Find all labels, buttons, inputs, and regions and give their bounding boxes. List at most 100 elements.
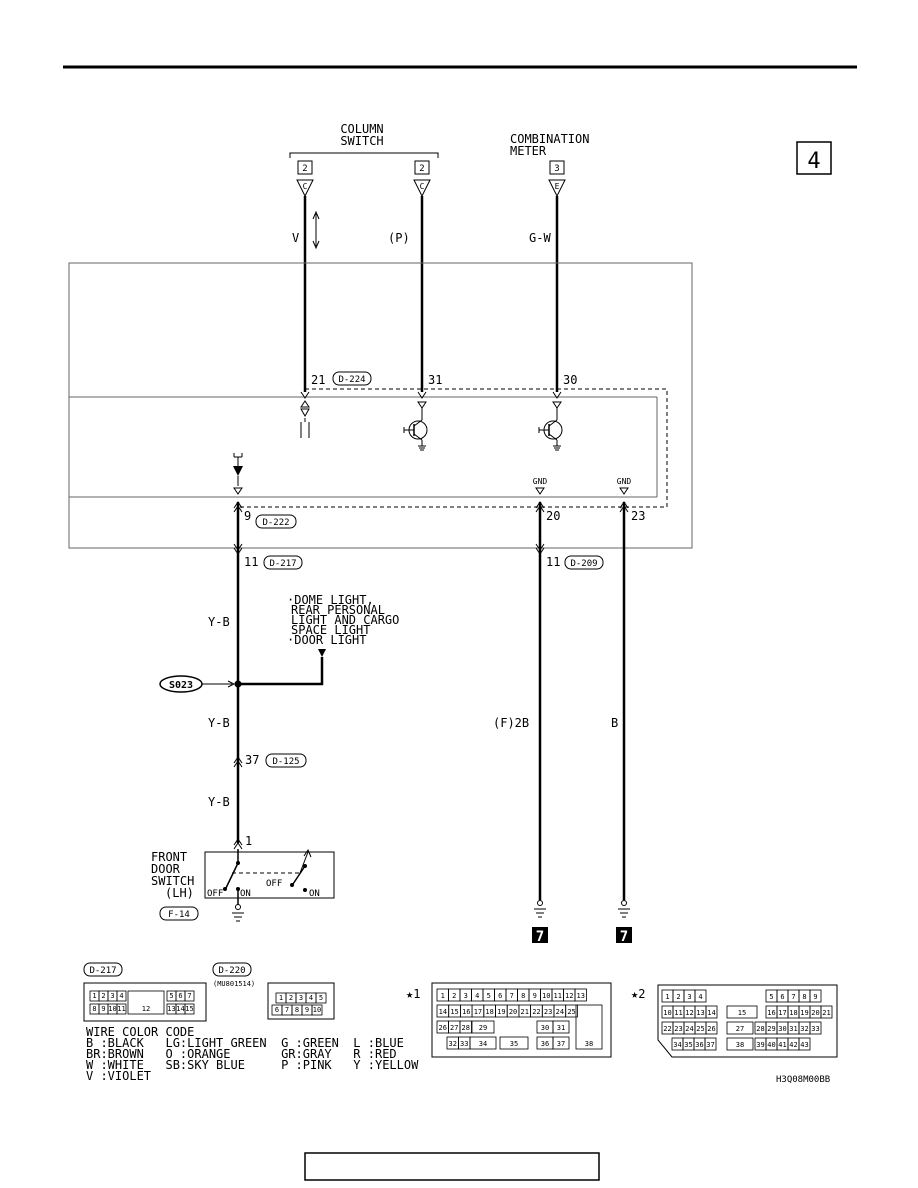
pin-cell-label: 24 xyxy=(685,1025,693,1033)
column-switch-conn-a: C xyxy=(303,182,308,191)
pin-cell xyxy=(184,1003,195,1015)
view-star2 xyxy=(657,984,838,1058)
pin-cell-label: 36 xyxy=(695,1041,703,1049)
fds-line-3: SWITCH xyxy=(151,874,194,888)
pin-cell xyxy=(574,988,587,1002)
pin-cell-label: 8 xyxy=(521,992,525,1000)
pin-cell-label: 30 xyxy=(541,1024,549,1032)
pin-cell-label: 31 xyxy=(557,1024,565,1032)
pin-cell xyxy=(499,1036,529,1050)
pin-cell-label: 13 xyxy=(167,1005,175,1013)
wire-label-gw: G-W xyxy=(529,231,551,245)
pin-cell xyxy=(726,1037,754,1051)
conn-d217: D-217 xyxy=(269,559,296,569)
pin-cell-label: 2 xyxy=(676,993,680,1001)
pin-cell-label: 4 xyxy=(698,993,702,1001)
pin-cell-label: 1 xyxy=(92,992,96,1000)
column-switch-pin-box-a xyxy=(297,160,313,175)
pin-cell-label: 20 xyxy=(811,1009,819,1017)
pin-cell-label: 31 xyxy=(789,1025,797,1033)
column-switch-connector-a xyxy=(296,179,314,198)
pin-cell-label: 33 xyxy=(460,1040,468,1048)
ground-ref-2: 7 xyxy=(620,929,628,945)
pin-cell-label: 26 xyxy=(707,1025,715,1033)
ground-ref-1: 7 xyxy=(536,929,544,945)
pin-cell-label: 16 xyxy=(462,1008,470,1016)
switch-off-2: OFF xyxy=(266,879,282,889)
view-d220-bubble xyxy=(212,962,252,977)
conn-f14: F-14 xyxy=(168,910,190,920)
pin-cell xyxy=(127,990,165,1015)
combination-meter-pin: 3 xyxy=(554,164,559,174)
pin-cell-label: 32 xyxy=(800,1025,808,1033)
view-star1-label: ★1 xyxy=(406,987,420,1001)
pin-cell xyxy=(694,989,707,1003)
view-d217-bubble xyxy=(83,962,123,977)
pin-cell-label: 7 xyxy=(510,992,514,1000)
color-code-line-2: BR:BROWN O :ORANGE GR:GRAY R :RED xyxy=(86,1047,397,1061)
splice-dot xyxy=(234,680,242,688)
wire-label-p: (P) xyxy=(388,231,410,245)
conn-d224: D-224 xyxy=(338,375,365,385)
splice-s023: S023 xyxy=(169,680,193,691)
combination-meter-title-2: METER xyxy=(510,144,547,158)
pin-cell-label: 27 xyxy=(450,1024,458,1032)
pin-cell-label: 16 xyxy=(767,1009,775,1017)
pin-cell-label: 7 xyxy=(187,992,191,1000)
pin-cell xyxy=(705,1005,718,1019)
pin-cell xyxy=(552,1036,570,1050)
ground-symbol-23 xyxy=(618,908,630,918)
wire-label-yb2: Y-B xyxy=(208,716,230,730)
pin-cell-label: 12 xyxy=(685,1009,693,1017)
pin-cell-label: 34 xyxy=(673,1041,681,1049)
pin-cell-label: 39 xyxy=(756,1041,764,1049)
conn-d209: D-209 xyxy=(570,559,597,569)
pin-cell-label: 5 xyxy=(169,992,173,1000)
pin-cell-label: 10 xyxy=(663,1009,671,1017)
pin-cell-label: 42 xyxy=(789,1041,797,1049)
pin-cell-label: 10 xyxy=(313,1006,321,1014)
pin-cell-label: 5 xyxy=(769,993,773,1001)
pin-cell-label: 3 xyxy=(464,992,468,1000)
pin-cell-label: 38 xyxy=(736,1041,744,1049)
wire-label-v: V xyxy=(292,231,299,245)
wire-label-yb1: Y-B xyxy=(208,615,230,629)
dome-line-2: REAR PERSONAL xyxy=(291,603,385,617)
view-star1 xyxy=(431,982,612,1058)
pin-cell xyxy=(704,1037,717,1051)
gnd-label-20: GND xyxy=(533,477,548,486)
color-code-title: WIRE COLOR CODE xyxy=(86,1025,194,1039)
pin-cell-label: 30 xyxy=(778,1025,786,1033)
pin-cell xyxy=(116,990,127,1002)
pin-cell-label: 29 xyxy=(479,1024,487,1032)
combination-meter-title-1: COMBINATION xyxy=(510,132,589,146)
page-number: 4 xyxy=(807,149,820,174)
pin-cell-label: 21 xyxy=(822,1009,830,1017)
pin-cell-label: 20 xyxy=(509,1008,517,1016)
pin-cell-label: 37 xyxy=(557,1040,565,1048)
column-switch-bracket xyxy=(289,152,439,158)
pin-cell xyxy=(184,990,195,1002)
pin-cell-label: 2 xyxy=(452,992,456,1000)
etacs-pin-21: 21 xyxy=(311,373,325,387)
view-d220-part: (MU801514) xyxy=(213,980,255,988)
column-switch-connector-b xyxy=(413,179,431,198)
pin-cell-label: 23 xyxy=(674,1025,682,1033)
pin-cell-label: 40 xyxy=(767,1041,775,1049)
input-diode-symbol xyxy=(233,466,243,476)
pin-cell-label: 4 xyxy=(309,994,313,1002)
pin-cell-label: 8 xyxy=(92,1005,96,1013)
pin-cell xyxy=(809,989,822,1003)
pin-37: 37 xyxy=(245,753,259,767)
pin-cell-label: 3 xyxy=(687,993,691,1001)
pin-cell-label: 6 xyxy=(498,992,502,1000)
pin-cell-label: 13 xyxy=(577,992,585,1000)
pin-cell-label: 12 xyxy=(142,1005,150,1013)
pin-cell-label: 1 xyxy=(279,994,283,1002)
dome-line-3: LIGHT AND CARGO xyxy=(291,613,399,627)
pin-cell-label: 7 xyxy=(791,993,795,1001)
etacs-pin-11b: 11 xyxy=(546,555,560,569)
pin-cell-label: 17 xyxy=(778,1009,786,1017)
